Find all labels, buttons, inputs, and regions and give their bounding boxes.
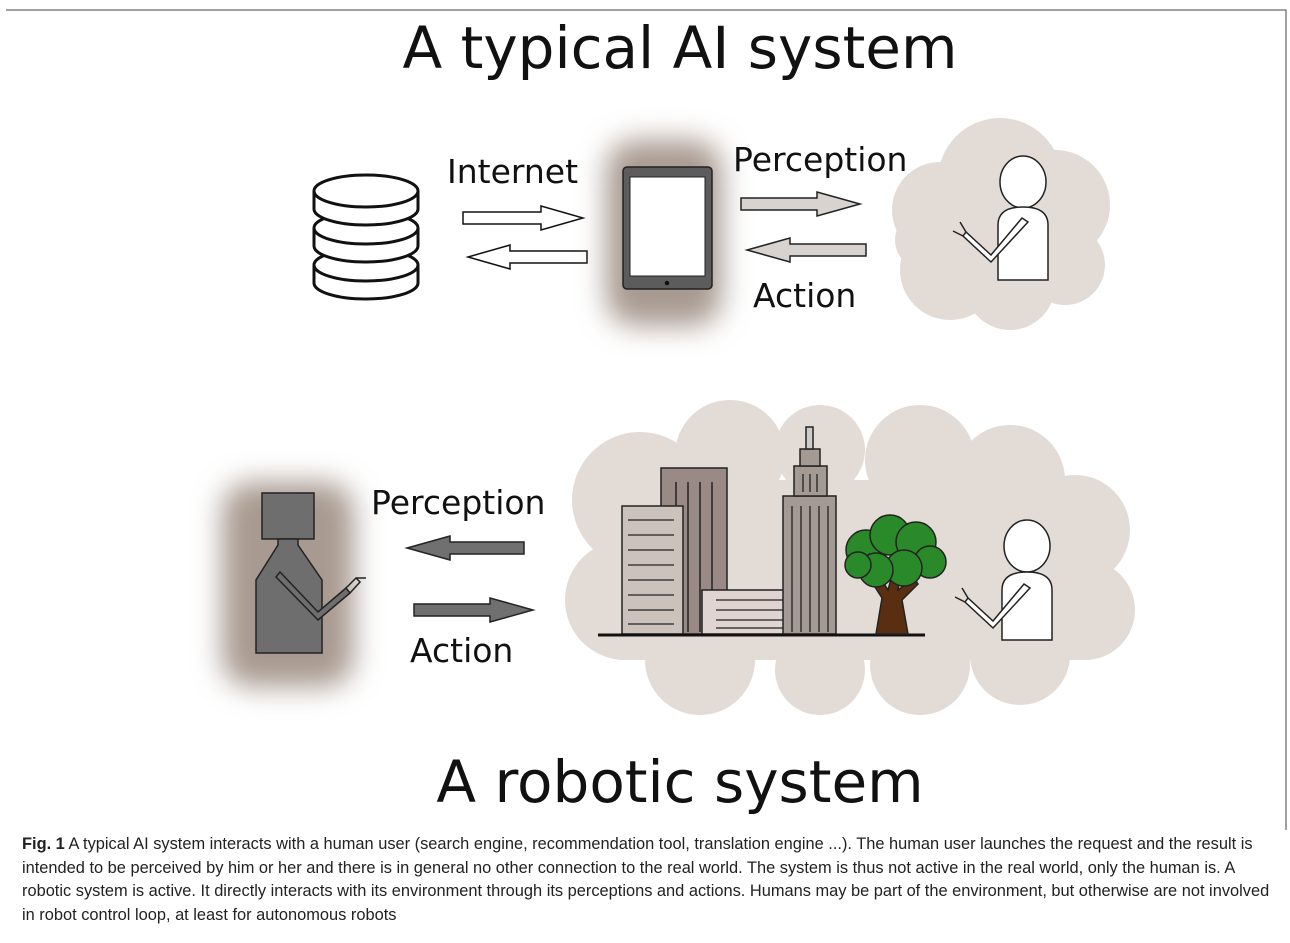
figure-caption: Fig. 1 A typical AI system interacts wit… xyxy=(22,833,1272,927)
label-perception-bottom: Perception xyxy=(371,483,546,522)
tree-icon xyxy=(844,514,947,635)
internet-arrow-left-icon xyxy=(465,244,588,270)
figure-caption-label: Fig. 1 xyxy=(22,835,65,853)
title-robotic-system: A robotic system xyxy=(436,748,924,816)
figure-caption-text: A typical AI system interacts with a hum… xyxy=(22,835,1270,924)
page-border xyxy=(6,9,1287,830)
human-icon-bottom xyxy=(954,519,1053,641)
database-icon xyxy=(312,173,420,301)
action-arrow-top-icon xyxy=(744,237,867,263)
robot-icon xyxy=(255,492,366,654)
label-perception-top: Perception xyxy=(733,140,908,179)
internet-arrow-right-icon xyxy=(462,205,586,231)
perception-arrow-top-icon xyxy=(740,191,863,217)
action-arrow-bottom-icon xyxy=(413,597,536,623)
label-internet: Internet xyxy=(447,152,579,191)
city-buildings-icon xyxy=(598,426,925,637)
tablet-icon xyxy=(622,166,713,290)
label-action-top: Action xyxy=(753,276,857,315)
human-icon xyxy=(952,155,1049,281)
title-typical-ai-system: A typical AI system xyxy=(402,14,958,82)
perception-arrow-bottom-icon xyxy=(404,535,525,561)
label-action-bottom: Action xyxy=(410,631,514,670)
